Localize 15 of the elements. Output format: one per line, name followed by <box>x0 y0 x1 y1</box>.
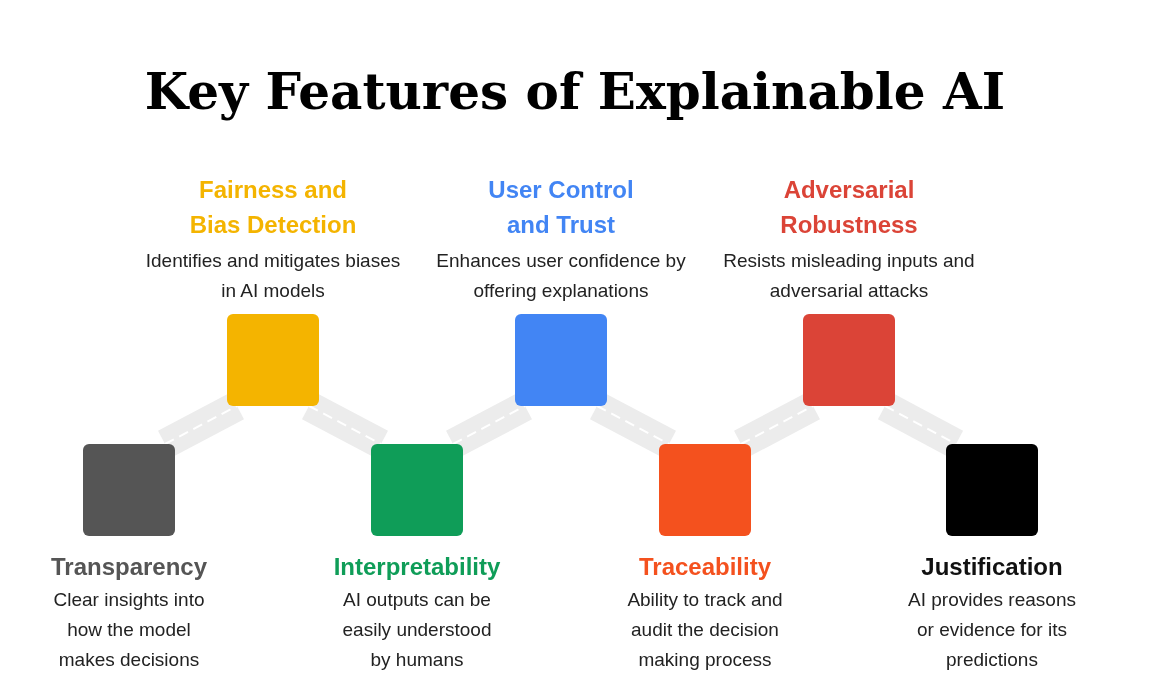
feature-description: Resists misleading inputs and adversarial attacks <box>722 249 976 303</box>
feature-heading: Transparency <box>49 552 209 582</box>
feature-heading: Interpretability <box>332 552 502 582</box>
title: Key Features of Explainable AI <box>143 62 1007 121</box>
feature-heading: Justification <box>920 552 1064 582</box>
feature-heading: Traceability <box>637 552 773 582</box>
feature-heading: Adversarial Robustness <box>779 175 919 240</box>
feature-description: Identifies and mitigates biases in AI models <box>145 249 401 303</box>
feature-description: Clear insights into how the model makes decisions <box>52 588 206 672</box>
feature-heading: User Control and Trust <box>487 175 635 240</box>
feature-heading: Fairness and Bias Detection <box>188 175 358 240</box>
feature-description: Enhances user confidence by offering explanations <box>436 249 686 303</box>
feature-description: Ability to track and audit the decision making process <box>626 588 784 672</box>
feature-description: AI outputs can be easily understood by humans <box>341 588 493 672</box>
feature-description: AI provides reasons or evidence for its predictions <box>907 588 1077 672</box>
